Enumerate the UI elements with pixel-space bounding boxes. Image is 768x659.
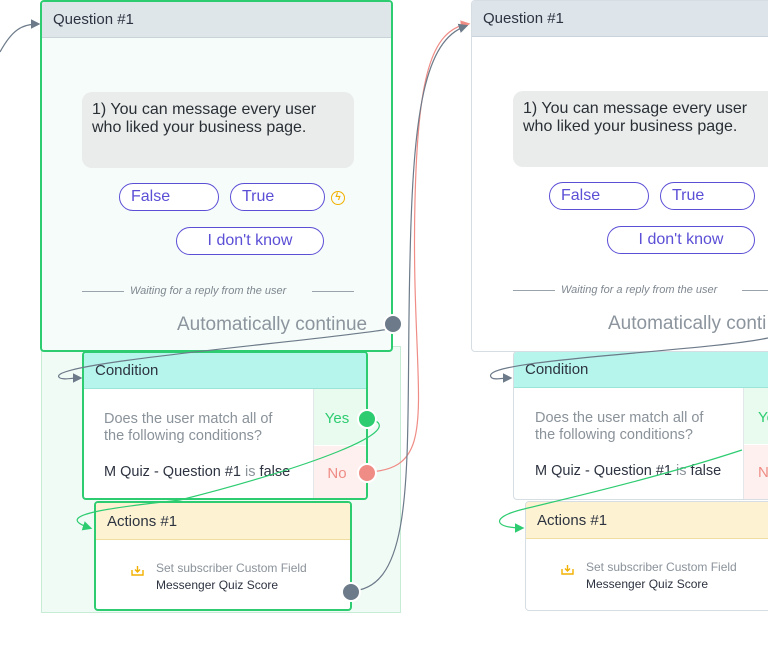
left-rule-field: M Quiz - Question #1: [104, 464, 241, 480]
left-waiting-line-left: [82, 291, 124, 292]
left-reply-false[interactable]: False: [119, 183, 219, 211]
left-waiting-text: Waiting for a reply from the user: [130, 285, 287, 297]
right-actions-card[interactable]: Actions #1 Set subscriber Custom Field M…: [525, 501, 768, 611]
right-condition-card[interactable]: Condition Does the user match all of the…: [513, 351, 768, 500]
left-rule-op: is: [245, 464, 256, 480]
right-condition-no-label: No: [758, 464, 768, 481]
right-reply-true-label: True: [672, 187, 705, 204]
right-reply-true[interactable]: True: [660, 182, 755, 210]
left-reply-true[interactable]: True: [230, 183, 325, 211]
left-reply-dont-know-label: I don't know: [207, 232, 293, 249]
right-question-title: Question #1: [472, 1, 768, 37]
right-rule-op: is: [676, 463, 687, 479]
right-auto-continue[interactable]: Automatically conti: [608, 313, 767, 334]
right-reply-dont-know-label: I don't know: [638, 231, 724, 248]
download-icon: [561, 565, 574, 575]
left-reply-dont-know[interactable]: I don't know: [176, 227, 324, 255]
left-condition-card[interactable]: Condition Does the user match all of the…: [82, 351, 368, 500]
right-actions-title: Actions #1: [526, 502, 768, 539]
right-waiting-line-right: [742, 290, 768, 291]
left-waiting-line-right: [312, 291, 354, 292]
left-reply-false-label: False: [131, 188, 171, 205]
left-actions-title: Actions #1: [96, 503, 350, 540]
right-condition-no[interactable]: No: [744, 445, 768, 499]
download-icon: [131, 566, 144, 576]
right-action-field: Messenger Quiz Score: [586, 577, 709, 591]
bolt-icon[interactable]: ϟ: [331, 191, 345, 205]
right-question-card[interactable]: Question #1 1) You can message every use…: [471, 0, 768, 352]
left-action-text: Set subscriber Custom Field: [156, 561, 307, 575]
right-rule-field: M Quiz - Question #1: [535, 463, 672, 479]
left-condition-rule: M Quiz - Question #1 is false: [104, 464, 290, 480]
left-yes-handle[interactable]: [357, 409, 377, 429]
right-condition-rule: M Quiz - Question #1 is false: [535, 463, 721, 479]
left-auto-continue[interactable]: Automatically continue: [177, 314, 368, 335]
right-condition-divider: [743, 388, 744, 499]
wire-into-left-question: [0, 19, 41, 53]
left-question-card[interactable]: Question #1 1) You can message every use…: [40, 0, 393, 352]
left-question-title: Question #1: [42, 2, 391, 38]
right-condition-yes[interactable]: Yes: [744, 388, 768, 444]
left-question-message: 1) You can message every user who liked …: [82, 92, 354, 168]
left-reply-true-label: True: [242, 188, 275, 205]
right-condition-yes-label: Yes: [758, 409, 768, 426]
right-action-text: Set subscriber Custom Field: [586, 560, 737, 574]
left-auto-continue-handle[interactable]: [383, 314, 403, 334]
right-waiting-text: Waiting for a reply from the user: [561, 284, 718, 296]
left-rule-value: false: [259, 464, 291, 480]
right-rule-value: false: [690, 463, 722, 479]
right-waiting-line-left: [513, 290, 555, 291]
left-condition-title: Condition: [84, 353, 366, 389]
right-condition-text: Does the user match all of the following…: [535, 410, 704, 443]
right-reply-false[interactable]: False: [549, 182, 649, 210]
left-action-field: Messenger Quiz Score: [156, 578, 279, 592]
left-actions-handle[interactable]: [341, 582, 361, 602]
right-condition-title: Condition: [514, 352, 768, 388]
right-question-message: 1) You can message every user who liked …: [513, 91, 768, 167]
left-condition-text: Does the user match all of the following…: [104, 411, 273, 444]
right-reply-false-label: False: [561, 187, 601, 204]
left-no-handle[interactable]: [357, 463, 377, 483]
right-reply-dont-know[interactable]: I don't know: [607, 226, 755, 254]
left-actions-card[interactable]: Actions #1 Set subscriber Custom Field M…: [94, 501, 352, 611]
